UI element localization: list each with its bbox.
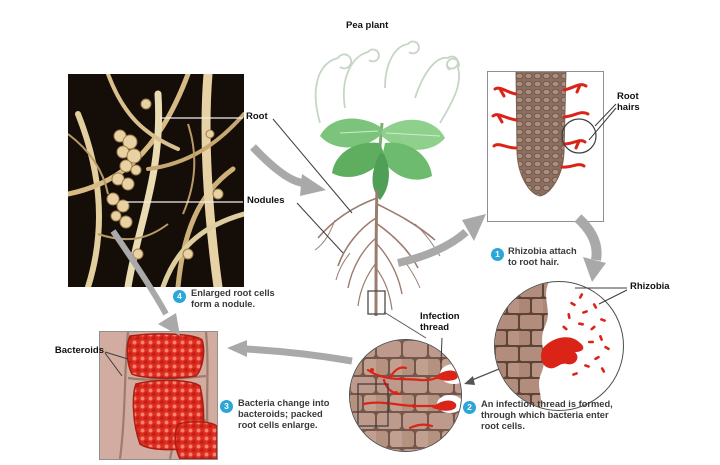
bacteroid-filled-cells — [126, 333, 217, 459]
rhizobia-label: Rhizobia — [630, 281, 670, 292]
root-tip — [515, 72, 567, 197]
infection-thread-circle — [349, 339, 462, 452]
step-4-text: Enlarged root cells form a nodule. — [191, 288, 275, 309]
step-4-badge: 4 — [173, 290, 186, 303]
root-tip-art — [491, 72, 597, 197]
infected-root-hair — [541, 337, 584, 369]
pea-plant-label: Pea plant — [346, 20, 389, 31]
step-2-text: An infection thread is formed, through w… — [481, 399, 613, 431]
root-nodules-photo — [68, 74, 244, 287]
nodules-label: Nodules — [247, 195, 285, 206]
step-1-badge: 1 — [491, 248, 504, 261]
root-system — [314, 189, 441, 317]
bacteroids-label: Bacteroids — [54, 345, 104, 356]
step-2-badge: 2 — [463, 401, 476, 414]
nodule-clusters — [106, 98, 224, 260]
root-nodules-photo-art — [68, 74, 244, 287]
root-tip-inset — [487, 71, 604, 222]
tendrils — [314, 40, 460, 124]
bacteroids-panel — [99, 331, 218, 460]
root-label: Root — [246, 111, 268, 122]
step-3-badge: 3 — [220, 400, 233, 413]
pea-plant-illustration — [314, 40, 460, 317]
root-hairs — [491, 83, 590, 169]
leaves — [320, 118, 445, 200]
rhizobia-attach-circle — [494, 281, 624, 411]
root-cell-wall-grid — [350, 340, 461, 451]
rhizobia-rods — [562, 293, 610, 376]
root-cells — [495, 282, 549, 410]
infection-thread-label: Infection thread — [420, 311, 460, 333]
magnifier-circle — [561, 118, 597, 154]
root-hair-remnants — [370, 368, 459, 411]
magnified-region-box — [357, 383, 389, 427]
arrow-circle1-to-circle2 — [464, 368, 500, 385]
arrow-circle2-to-panel — [227, 340, 353, 365]
step-1-text: Rhizobia attach to root hair. — [508, 246, 577, 267]
root-hairs-label: Root hairs — [617, 91, 640, 113]
step-3-text: Bacteria change into bacteroids; packed … — [238, 398, 330, 430]
